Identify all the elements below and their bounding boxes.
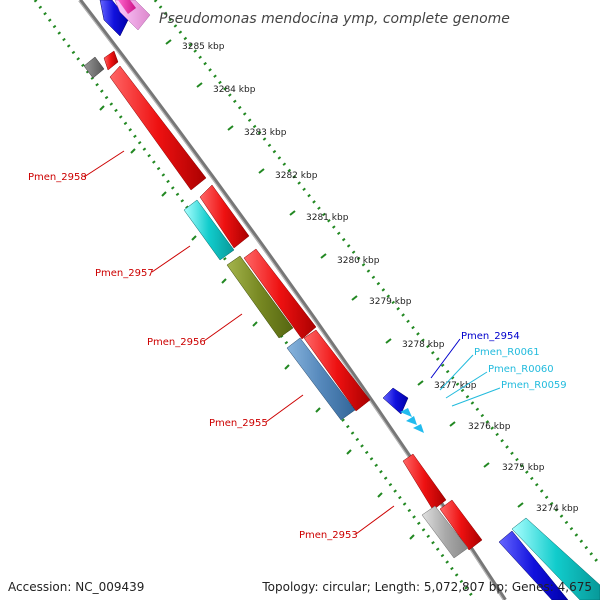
- gene-red-2956b[interactable]: [243, 248, 317, 340]
- gene-label[interactable]: Pmen_2953: [299, 530, 358, 541]
- gene-label[interactable]: Pmen_2956: [147, 337, 206, 348]
- trna-r0059[interactable]: [413, 424, 424, 433]
- kbp-label: 3285 kbp: [182, 42, 225, 52]
- tick-marks: [99, 39, 524, 540]
- gene-small-grey[interactable]: [83, 56, 105, 79]
- gene-pmen-2953-b[interactable]: [439, 499, 483, 551]
- gene-label[interactable]: Pmen_2958: [28, 172, 87, 183]
- kbp-label: 3279 kbp: [369, 297, 412, 307]
- gene-label[interactable]: Pmen_2955: [209, 418, 268, 429]
- gene-labels: Pmen_2958Pmen_2957Pmen_2956Pmen_2955Pmen…: [28, 150, 567, 541]
- topology-text: Topology: circular; Length: 5,072,807 bp…: [262, 580, 592, 594]
- kbp-label: 3282 kbp: [275, 171, 318, 181]
- gene-grey-2953[interactable]: [421, 505, 469, 559]
- gene-small-red[interactable]: [103, 50, 119, 71]
- gene-pmen-2957[interactable]: [183, 199, 235, 261]
- feature-top-magenta[interactable]: [118, 0, 136, 14]
- gene-leader-line: [439, 354, 474, 391]
- gene-leader-line: [445, 371, 488, 399]
- gene-pmen-2954[interactable]: [382, 387, 409, 415]
- gene-leader-line: [83, 150, 125, 178]
- gene-pmen-2955[interactable]: [286, 337, 356, 421]
- gene-leader-line: [451, 387, 501, 407]
- trna-r0061[interactable]: [400, 408, 412, 417]
- gene-red-2955b[interactable]: [303, 329, 371, 412]
- accession-text: Accession: NC_009439: [8, 580, 145, 594]
- gene-leader-line: [265, 394, 304, 423]
- kbp-labels: 3285 kbp 3284 kbp 3283 kbp 3282 kbp 3281 kbp…: [182, 42, 579, 514]
- kbp-label: 3280 kbp: [337, 256, 380, 266]
- trna-r0060[interactable]: [406, 416, 417, 425]
- kbp-label: 3284 kbp: [213, 85, 256, 95]
- map-title: Pseudomonas mendocina ymp, complete geno…: [159, 11, 510, 27]
- gene-leader-line: [151, 245, 191, 273]
- gene-leader-line: [203, 313, 243, 342]
- gene-label[interactable]: Pmen_R0059: [501, 380, 567, 391]
- kbp-label: 3277 kbp: [434, 381, 477, 391]
- gene-leader-line: [430, 338, 461, 379]
- gene-label[interactable]: Pmen_2954: [461, 331, 520, 342]
- gene-bottom-blue[interactable]: [498, 530, 569, 600]
- gene-label[interactable]: Pmen_R0061: [474, 347, 540, 358]
- gene-label[interactable]: Pmen_R0060: [488, 364, 554, 375]
- gene-leader-line: [355, 505, 395, 535]
- kbp-label: 3276 kbp: [468, 422, 511, 432]
- gene-pmen-2956[interactable]: [226, 255, 294, 339]
- kbp-label: 3278 kbp: [402, 340, 445, 350]
- gene-pmen-2958[interactable]: [109, 65, 207, 191]
- gene-bottom-cyan[interactable]: [511, 517, 600, 600]
- kbp-label: 3283 kbp: [244, 128, 287, 138]
- gene-label[interactable]: Pmen_2957: [95, 268, 154, 279]
- kbp-label: 3281 kbp: [306, 213, 349, 223]
- gene-pmen-2953-a[interactable]: [402, 453, 447, 511]
- gene-red-2957b[interactable]: [199, 184, 250, 249]
- feature-top-blue[interactable]: [99, 0, 129, 37]
- kbp-label: 3275 kbp: [502, 463, 545, 473]
- kbp-label: 3274 kbp: [536, 504, 579, 514]
